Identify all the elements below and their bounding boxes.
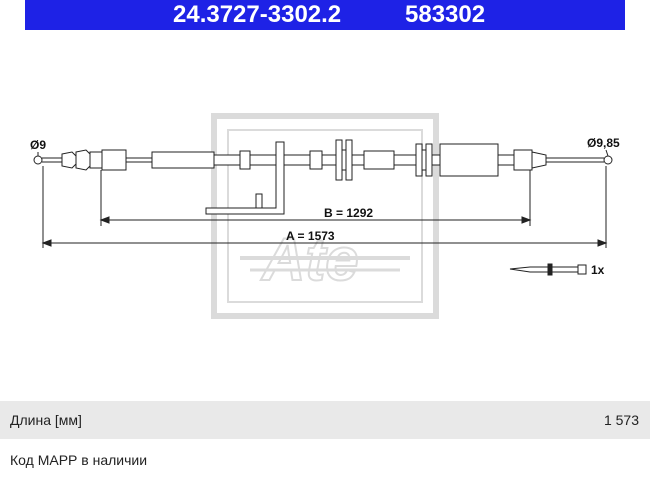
dimension-a-label: A = 1573	[286, 229, 335, 243]
logo-wordmark: Ate	[260, 226, 359, 293]
dimension-b	[99, 170, 532, 226]
length-label: Длина [мм]	[10, 412, 82, 428]
left-diameter-label: Ø9	[30, 138, 46, 152]
ate-logo-watermark: Ate	[211, 113, 439, 319]
cable-drawing: Ate	[30, 113, 620, 319]
article-code: 583302	[405, 1, 486, 28]
left-end-fitting	[33, 149, 152, 171]
dimension-b-label: B = 1292	[324, 206, 373, 220]
bracket-tab	[255, 193, 263, 209]
length-value: 1 573	[603, 412, 639, 428]
right-diameter-leader	[605, 149, 609, 157]
right-diameter-label: Ø9,85	[587, 136, 620, 150]
right-end-fitting	[546, 155, 613, 165]
availability-text: Код МАРР в наличии	[10, 452, 148, 468]
accessory-quantity: 1x	[591, 263, 605, 277]
header-bar: 24.3727-3302.2 583302	[25, 0, 625, 30]
cable-tie-icon	[509, 263, 587, 276]
length-spec-row: Длина [мм] 1 573	[0, 401, 650, 439]
part-number: 24.3727-3302.2	[173, 1, 342, 28]
mounting-bracket	[205, 141, 285, 215]
dimension-a	[41, 166, 608, 248]
